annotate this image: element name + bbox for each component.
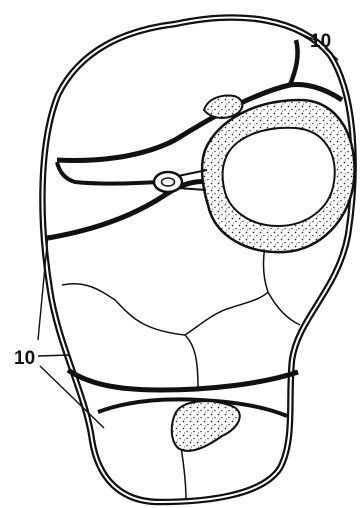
thin-wall-1 [62,284,185,335]
label-top: 10 [310,31,331,52]
left-branch-septum [57,162,160,184]
thin-wall-2 [185,335,198,388]
small-stippled-body [204,96,242,118]
label-left: 10 [14,348,35,369]
leader-line-left-2 [38,355,70,356]
duct-lower [178,188,206,190]
thin-wall-3 [185,292,268,335]
lower-septum [68,370,298,390]
small-vessel-lumen [162,178,175,186]
top-right-septum [290,40,298,85]
large-vessel-lumen [223,128,335,226]
lower-stippled-body [172,401,240,451]
middle-septum [48,182,208,238]
thin-wall-4 [268,292,300,325]
